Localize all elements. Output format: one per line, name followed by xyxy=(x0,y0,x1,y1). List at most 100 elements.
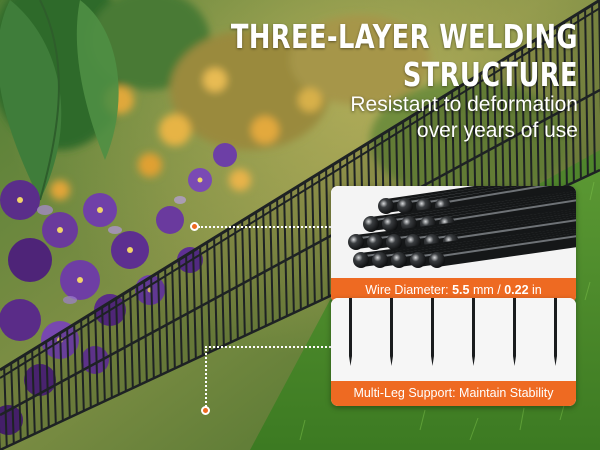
fence-bar xyxy=(206,237,211,359)
fence-bar xyxy=(164,263,169,379)
fence-bar xyxy=(31,345,36,441)
fence-bar xyxy=(220,228,225,352)
fence-bar xyxy=(17,353,22,447)
legs-leader-horizontal xyxy=(205,346,331,348)
wire-end xyxy=(348,234,364,250)
fence-bar xyxy=(80,315,85,418)
wire-diameter-caption: Wire Diameter: xyxy=(365,283,453,297)
headline: THREE-LAYER WELDING STRUCTURE xyxy=(231,18,578,94)
wire-diameter-in: 0.22 xyxy=(504,283,529,297)
fence-bar xyxy=(192,245,197,365)
fence-bar xyxy=(563,17,568,192)
wire-rod xyxy=(436,233,576,267)
wire-end xyxy=(378,198,394,214)
multi-leg-card: Multi-Leg Support: Maintain Stability xyxy=(331,298,576,406)
subheadline-line-2: over years of use xyxy=(416,119,578,142)
fence-bar xyxy=(115,293,120,401)
fence-leg xyxy=(431,298,434,366)
fence-bar xyxy=(108,297,113,405)
wire-end xyxy=(382,216,398,232)
fence-bar xyxy=(150,271,155,385)
fence-bar xyxy=(269,198,274,330)
wire-closeup-image xyxy=(331,186,576,278)
subheadline-line-1: Resistant to deformation xyxy=(350,93,578,116)
fence-bar xyxy=(549,25,554,199)
wire-rod-highlight xyxy=(454,219,576,239)
fence-leg xyxy=(554,298,557,366)
fence-bar xyxy=(38,340,43,437)
fence-bar xyxy=(318,168,323,307)
fence-bar xyxy=(311,172,316,310)
fence-bar xyxy=(227,224,232,349)
fence-leg xyxy=(349,298,352,366)
fence-bar xyxy=(528,38,533,209)
wire-end xyxy=(372,252,388,268)
wire-end xyxy=(363,216,379,232)
fence-leg xyxy=(513,298,516,366)
headline-line-1: THREE-LAYER WELDING xyxy=(230,17,578,56)
wire-end xyxy=(429,252,445,268)
wire-end xyxy=(410,252,426,268)
wire-end xyxy=(367,234,383,250)
fence-legs-image xyxy=(331,298,576,381)
wire-end xyxy=(397,198,413,214)
fence-bar xyxy=(584,4,589,183)
fence-bar xyxy=(171,258,176,375)
fence-bar xyxy=(199,241,204,362)
wire-end xyxy=(353,252,369,268)
fence-bar xyxy=(577,8,582,186)
fence-bar xyxy=(290,185,295,320)
fence-bar xyxy=(255,207,260,336)
fence-bar xyxy=(591,0,596,179)
fence-bar xyxy=(185,250,190,369)
wire-diameter-mm: 5.5 xyxy=(452,283,470,297)
fence-bar xyxy=(297,181,302,316)
fence-bar xyxy=(234,220,239,346)
wire-leader-line xyxy=(198,226,331,228)
fence-bar xyxy=(136,280,141,392)
wire-rod xyxy=(441,186,576,213)
fence-bar xyxy=(87,310,92,414)
multi-leg-label: Multi-Leg Support: Maintain Stability xyxy=(331,381,576,406)
wire-diameter-unit-mm: mm / xyxy=(469,283,505,297)
callout-dot-icon xyxy=(190,222,199,231)
fence-leg xyxy=(472,298,475,366)
fence-leg xyxy=(390,298,393,366)
fence-bar xyxy=(3,362,8,450)
fence-bar xyxy=(304,176,309,313)
fence-bar xyxy=(248,211,253,339)
fence-bar xyxy=(59,327,64,428)
fence-bar xyxy=(66,323,71,424)
fence-bar xyxy=(542,30,547,202)
fence-bar xyxy=(276,194,281,326)
fence-bar xyxy=(24,349,29,444)
fence-bar xyxy=(94,306,99,411)
fence-bar xyxy=(52,332,57,431)
fence-bar xyxy=(325,163,330,303)
fence-bar xyxy=(45,336,50,434)
fence-bar xyxy=(535,34,540,205)
fence-bar xyxy=(556,21,561,196)
headline-line-2: STRUCTURE xyxy=(402,55,578,94)
fence-bar xyxy=(262,202,267,333)
fence-bar xyxy=(73,319,78,421)
fence-bar xyxy=(10,358,15,450)
wire-diameter-unit-in: in xyxy=(528,283,542,297)
fence-bar xyxy=(129,284,134,395)
fence-bar xyxy=(101,302,106,408)
subheadline: Resistant to deformation over years of u… xyxy=(350,92,578,144)
fence-bar xyxy=(157,267,162,382)
fence-bar xyxy=(178,254,183,372)
wire-end xyxy=(391,252,407,268)
wire-end xyxy=(386,234,402,250)
wire-rod-highlight xyxy=(450,199,576,221)
wire-rod-highlight xyxy=(440,235,576,257)
legs-leader-vertical xyxy=(205,346,207,410)
fence-bar xyxy=(521,43,526,212)
fence-bar xyxy=(570,12,575,189)
fence-bar xyxy=(283,189,288,323)
wire-diameter-card: Wire Diameter: 5.5 mm / 0.22 in xyxy=(331,186,576,303)
fence-bar xyxy=(122,289,127,398)
fence-bar xyxy=(241,215,246,343)
